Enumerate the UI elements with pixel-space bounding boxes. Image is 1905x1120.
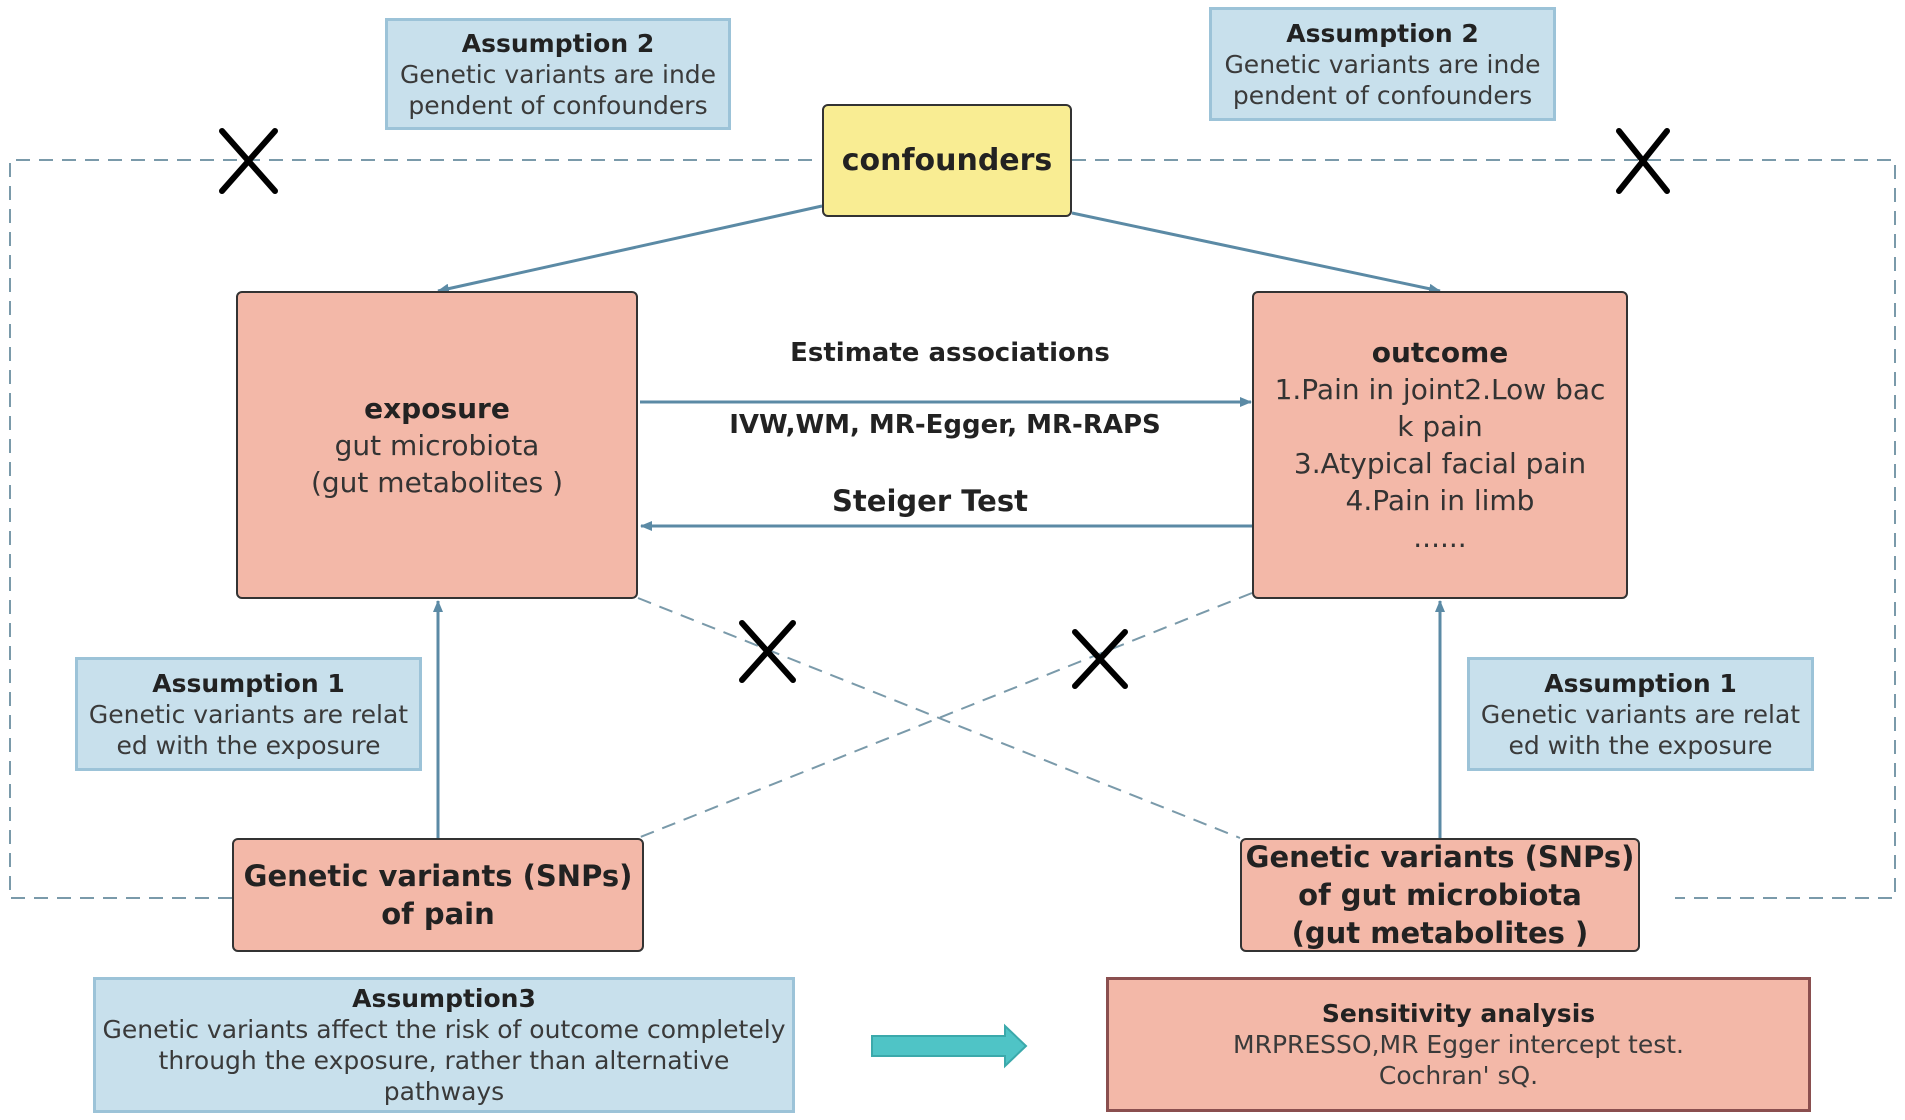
estimate-associations-label: Estimate associations (790, 338, 1110, 368)
assumption3-desc: Genetic variants affect the risk of outc… (102, 1015, 786, 1106)
exposure-desc: gut microbiota (gut metabolites ) (310, 428, 564, 499)
assumption2-left-box: Assumption 2 Genetic variants are inde p… (385, 18, 731, 130)
confounders-node: confounders (822, 104, 1072, 217)
dashed-line-outcome-to-snp-pain (637, 592, 1253, 839)
steiger-test-label: Steiger Test (832, 484, 1028, 518)
sensitivity-title: Sensitivity analysis (1321, 999, 1596, 1028)
assumption1-left-title: Assumption 1 (152, 668, 345, 698)
outcome-desc: 1.Pain in joint2.Low bac k pain 3.Atypic… (1274, 373, 1606, 554)
assumption3-title: Assumption3 (352, 984, 536, 1013)
assumption1-left-desc: Genetic variants are relat ed with the e… (88, 699, 409, 760)
right-arrow-icon (871, 1023, 1028, 1069)
snp-pain-node: Genetic variants (SNPs) of pain (232, 838, 644, 952)
x-mark-icon (1072, 629, 1128, 689)
arrow-confounders-to-exposure (437, 204, 823, 294)
assumption2-right-desc: Genetic variants are inde pendent of con… (1224, 49, 1541, 110)
sensitivity-analysis-box: Sensitivity analysis MRPRESSO,MR Egger i… (1106, 977, 1811, 1112)
assumption2-right-title: Assumption 2 (1286, 18, 1479, 48)
assumption2-left-title: Assumption 2 (461, 28, 655, 58)
assumption3-box: Assumption3 Genetic variants affect the … (93, 977, 795, 1113)
snp-gut-node: Genetic variants (SNPs) of gut microbiot… (1240, 838, 1640, 952)
assumption1-right-title: Assumption 1 (1544, 668, 1737, 698)
exposure-node: exposure gut microbiota (gut metabolites… (236, 291, 638, 599)
exposure-title: exposure (364, 391, 510, 425)
methods-label: IVW,WM, MR-Egger, MR-RAPS (729, 410, 1161, 440)
sensitivity-desc: MRPRESSO,MR Egger intercept test. Cochra… (1233, 1030, 1684, 1090)
dashed-line-exposure-to-snp-gut (637, 597, 1241, 839)
snp-gut-label: Genetic variants (SNPs) of gut microbiot… (1245, 840, 1635, 950)
assumption1-right-desc: Genetic variants are relat ed with the e… (1480, 699, 1801, 760)
outcome-node: outcome 1.Pain in joint2.Low bac k pain … (1252, 291, 1628, 599)
assumption1-left-box: Assumption 1 Genetic variants are relat … (75, 657, 422, 771)
outcome-title: outcome (1371, 336, 1509, 369)
snp-pain-label: Genetic variants (SNPs) of pain (243, 859, 633, 931)
arrow-confounders-to-outcome (1071, 211, 1441, 294)
assumption2-right-box: Assumption 2 Genetic variants are inde p… (1209, 7, 1556, 121)
confounders-label: confounders (841, 143, 1053, 178)
assumption1-right-box: Assumption 1 Genetic variants are relat … (1467, 657, 1814, 771)
outer-dashed-path (9, 159, 1896, 899)
x-mark-icon (219, 128, 278, 194)
x-mark-icon (739, 620, 796, 683)
assumption2-left-desc: Genetic variants are inde pendent of con… (399, 59, 717, 120)
x-mark-icon (1616, 128, 1670, 194)
